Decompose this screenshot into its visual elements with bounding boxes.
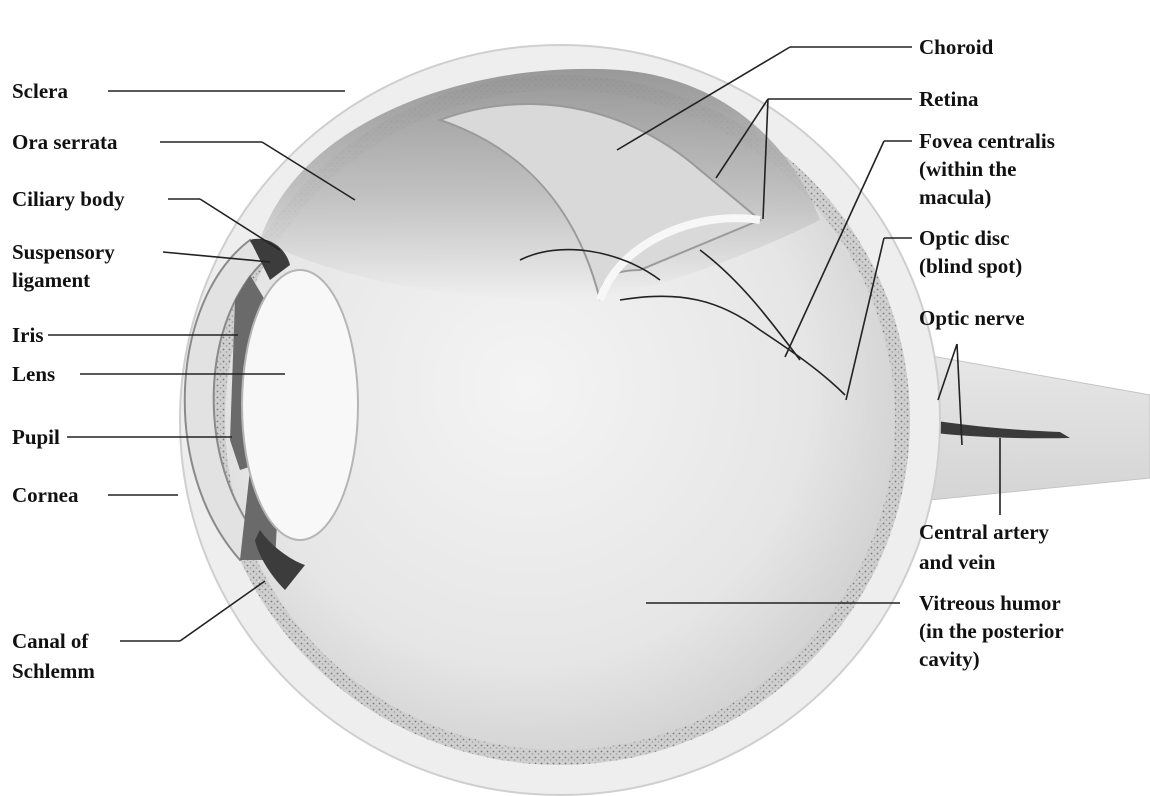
label-in-the-posterior: (in the posterior [919,617,1064,645]
lens-shape [242,270,358,540]
label-ligament: ligament [12,266,90,294]
label-cornea: Cornea [12,481,79,509]
label-blind-spot: (blind spot) [919,252,1022,280]
label-canal-of: Canal of [12,627,88,655]
label-macula: macula) [919,183,991,211]
label-optic-disc: Optic disc [919,224,1009,252]
label-suspensory: Suspensory [12,238,115,266]
label-and-vein: and vein [919,548,995,576]
label-choroid: Choroid [919,33,993,61]
label-pupil: Pupil [12,423,60,451]
label-ciliary-body: Ciliary body [12,185,125,213]
label-lens: Lens [12,360,55,388]
label-schlemm: Schlemm [12,657,95,685]
label-ora-serrata: Ora serrata [12,128,118,156]
label-central-artery: Central artery [919,518,1049,546]
label-vitreous-humor: Vitreous humor [919,589,1061,617]
label-cavity: cavity) [919,645,980,673]
label-iris: Iris [12,321,44,349]
label-fovea-centralis: Fovea centralis [919,127,1055,155]
label-optic-nerve: Optic nerve [919,304,1025,332]
label-retina: Retina [919,85,979,113]
label-within-the: (within the [919,155,1016,183]
label-sclera: Sclera [12,77,68,105]
